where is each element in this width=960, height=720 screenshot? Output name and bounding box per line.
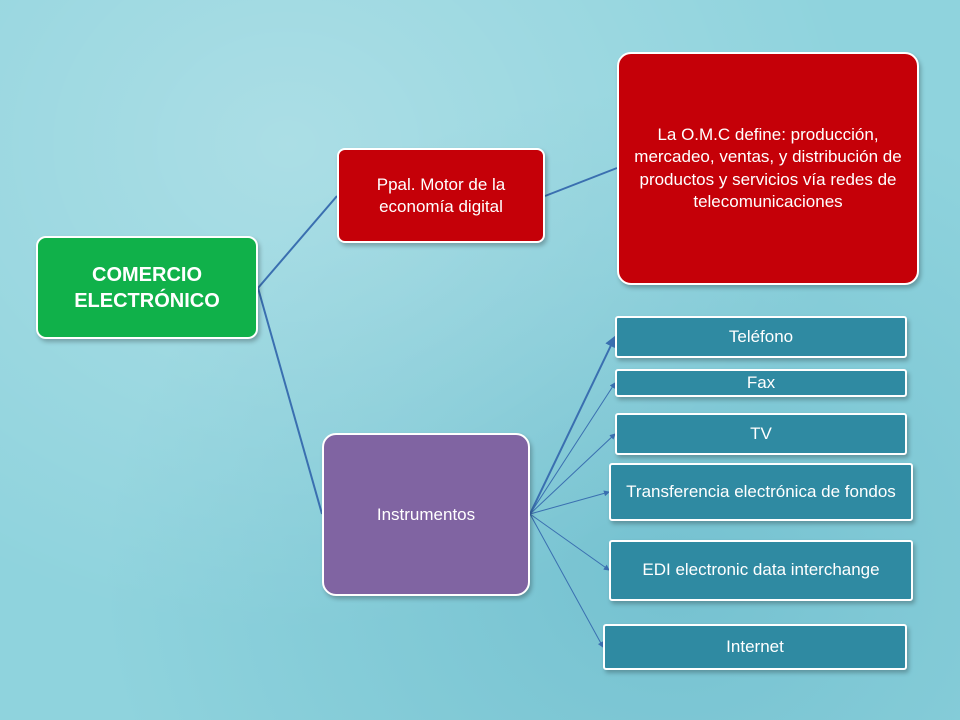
- link-root-motor: [257, 195, 338, 289]
- node-edi-label: EDI electronic data interchange: [642, 560, 880, 580]
- node-edi: EDI electronic data interchange: [609, 540, 913, 601]
- node-comercio-electronico-label: COMERCIO ELECTRÓNICO: [74, 263, 220, 312]
- node-instrumentos: Instrumentos: [322, 433, 530, 596]
- link-instr-edi: [529, 513, 610, 571]
- link-motor-omc: [544, 167, 618, 197]
- node-omc-definicion-label: La O.M.C define: producción, mercadeo, v…: [634, 125, 902, 211]
- link-instr-internet: [529, 513, 604, 648]
- node-transferencia-electronica-label: Transferencia electrónica de fondos: [626, 481, 896, 501]
- node-fax-label: Fax: [746, 372, 776, 392]
- node-comercio-electronico: COMERCIO ELECTRÓNICO: [36, 236, 258, 339]
- node-telefono: Teléfono: [615, 316, 907, 358]
- node-internet: Internet: [603, 624, 907, 670]
- node-motor-economia-label: Ppal. Motor de la economía digital: [376, 175, 506, 216]
- node-motor-economia: Ppal. Motor de la economía digital: [337, 148, 545, 243]
- node-instrumentos-label: Instrumentos: [376, 504, 476, 524]
- node-fax: Fax: [615, 369, 907, 397]
- node-telefono-label: Teléfono: [728, 326, 794, 346]
- link-root-instrumentos: [257, 287, 323, 515]
- node-internet-label: Internet: [726, 636, 784, 656]
- link-instr-fax: [529, 382, 616, 515]
- link-instr-tv: [529, 433, 616, 515]
- link-instr-transferencia: [529, 490, 610, 515]
- node-tv: TV: [615, 413, 907, 455]
- node-omc-definicion: La O.M.C define: producción, mercadeo, v…: [617, 52, 919, 285]
- link-instr-telefono: [529, 335, 617, 515]
- node-transferencia-electronica: Transferencia electrónica de fondos: [609, 463, 913, 521]
- node-tv-label: TV: [750, 423, 772, 443]
